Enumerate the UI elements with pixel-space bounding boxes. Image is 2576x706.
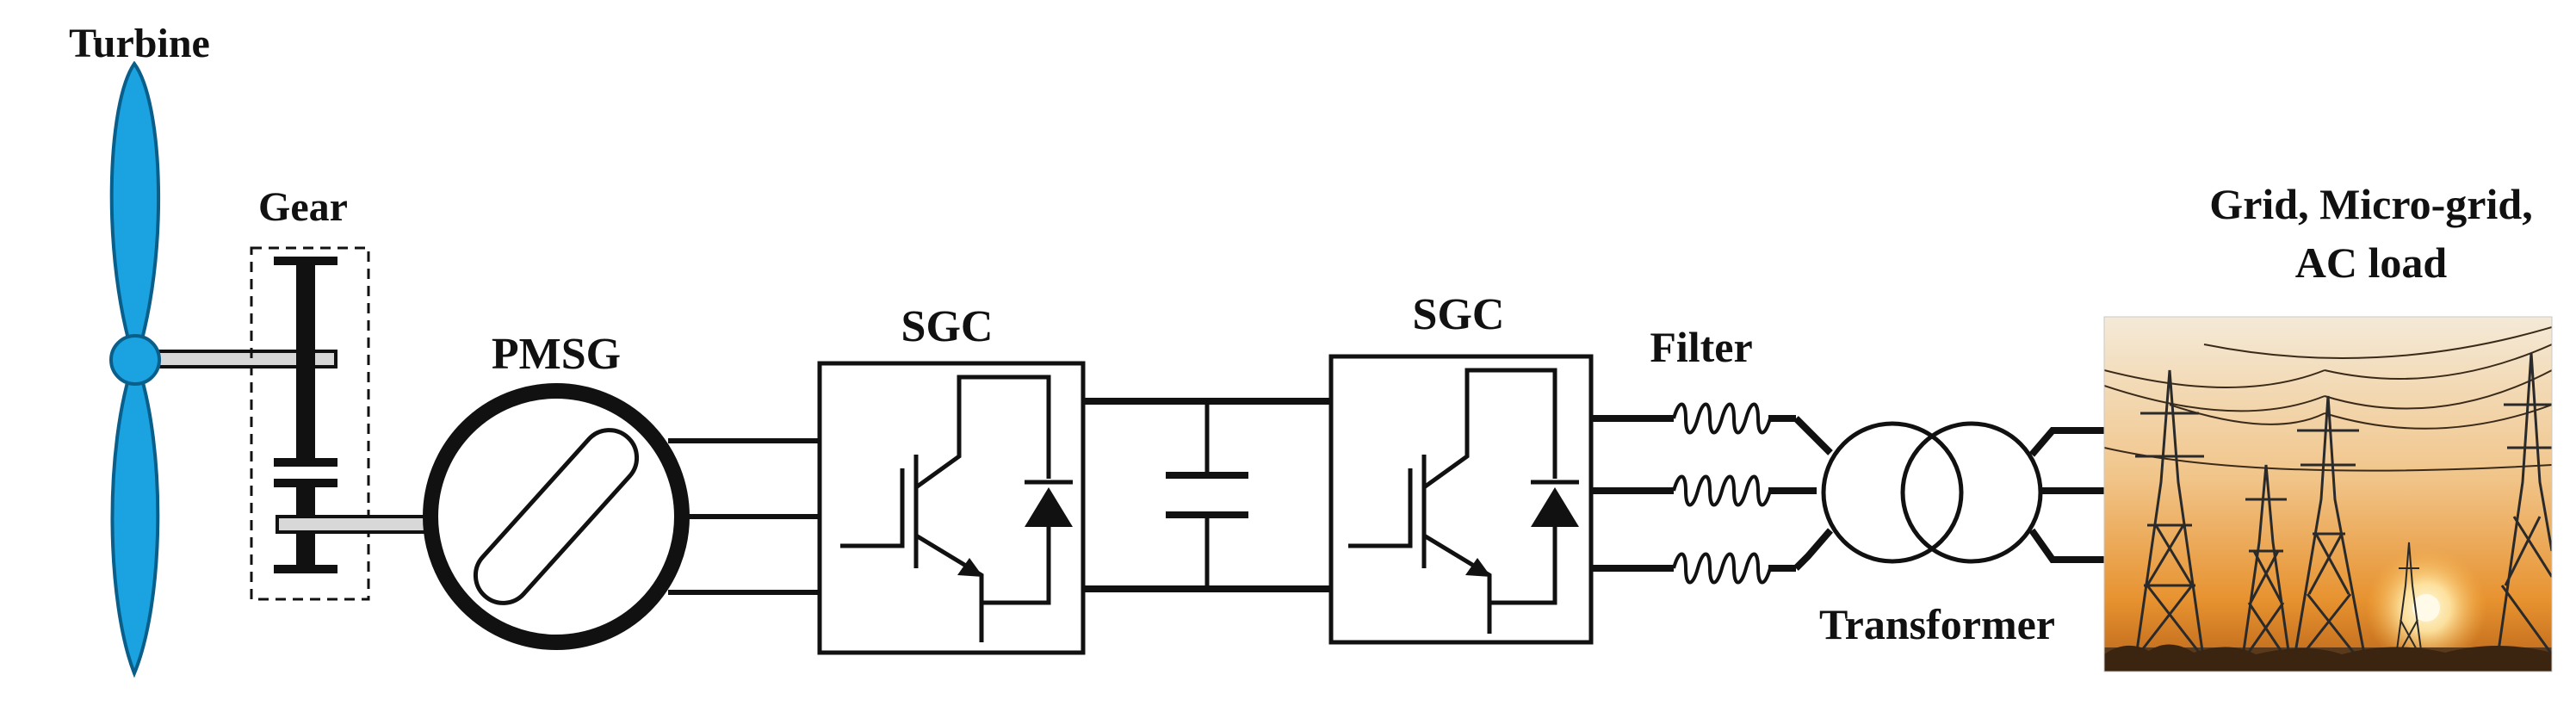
grid-photo-tower-5 [2495,352,2552,664]
turbine-blade-upper [109,60,161,362]
filter-inductor-2 [1672,474,1772,507]
turbine [109,60,337,678]
gear-large [296,258,315,463]
gear-large-top-tooth [274,257,337,265]
transformer-primary-coil [1821,421,1964,564]
transformer [1821,421,2043,564]
filter-label: Filter [1650,323,1752,371]
grid-photo-wires [2104,326,2552,472]
transformer-secondary-coil [1900,421,2043,564]
transformer-label: Transformer [1819,600,2055,648]
gear-small-bottom-tooth [274,565,337,573]
turbine-blade-lower [110,358,160,678]
turbine-label: Turbine [69,21,210,66]
sgc-right-emitter-arrow [1465,558,1491,577]
turbine-hub [109,334,161,386]
dc-link [1083,398,1331,592]
grid-photo-frame [2103,316,2553,672]
sgc-right-diode [1531,480,1579,527]
grid-photo-tower-1 [2133,369,2206,664]
gear-output-shaft [276,515,434,534]
sgc-right-converter [1328,354,1594,645]
sgc-right-label: SGC [1413,290,1505,339]
gearbox [250,246,434,601]
grid-label-line1: Grid, Micro-grid, [2209,180,2532,228]
pmsg-output-lines [668,438,820,595]
filter-inductor-1 [1672,402,1772,435]
pmsg-generator [423,383,690,650]
pmsg-rotor [473,428,640,605]
transformer-output-leads [2028,427,2104,563]
gear-large-bottom-tooth [274,458,337,467]
grid-label-line2: AC load [2295,238,2448,287]
grid-photo [2104,317,2552,672]
sgc-left-diode [1025,480,1073,527]
sgc-left-emitter-arrow [957,558,983,577]
filter-to-transformer-leads [1793,416,1834,571]
grid-photo-sun [2412,594,2440,622]
grid-photo-treeline [2104,644,2552,672]
gear-small-top-tooth [274,479,337,487]
pmsg-label: PMSG [492,330,621,379]
gearbox-outline [250,246,370,601]
filter-inductors [1672,402,1772,585]
filter-inductor-3 [1672,552,1772,585]
sgc-right-igbt [1348,368,1557,634]
grid-photo-tower-3 [2292,395,2368,664]
gear-label: Gear [258,184,348,230]
sgc-left-label: SGC [901,302,994,351]
filter-lines [1591,415,1817,572]
sgc-left-converter [817,361,1086,655]
